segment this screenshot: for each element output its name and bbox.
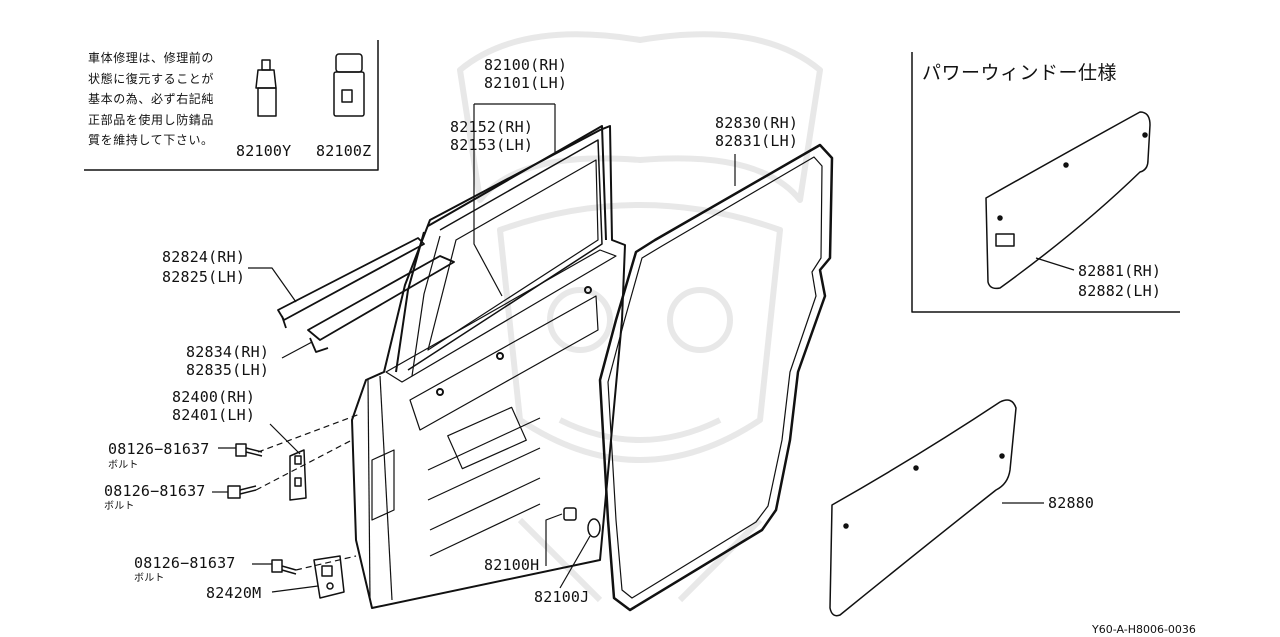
hinge-82420M [313, 555, 345, 599]
part-label-82834[interactable]: 82834(RH) [186, 343, 270, 361]
door-shell-82100 [351, 125, 626, 609]
spray-can-82100Z [333, 53, 365, 117]
trim-panel-82880 [829, 399, 1017, 617]
note-line: 正部品を使用し防錆品 [88, 112, 215, 127]
part-label-82401[interactable]: 82401(LH) [172, 406, 256, 424]
repair-note: 車体修理は、修理前の 状態に復元することが 基本の為、必ず右記純 正部品を使用し… [88, 48, 238, 151]
diagram-code: Y60-A-H8006-0036 [1092, 623, 1196, 636]
bolt-icon [271, 559, 297, 575]
part-label-82152[interactable]: 82152(RH) [450, 118, 534, 136]
bolt-caption-1: ボルト [108, 460, 139, 471]
inner-strip-82834 [307, 255, 455, 353]
power-window-title: パワーウィンドー仕様 [922, 62, 1118, 84]
note-line: 車体修理は、修理前の [88, 51, 215, 65]
part-label-82881[interactable]: 82881(RH) [1078, 262, 1162, 280]
part-label-82824[interactable]: 82824(RH) [162, 248, 246, 266]
part-label-82153[interactable]: 82153(LH) [450, 136, 534, 154]
bolt-icon [227, 485, 257, 499]
hinge-82400 [289, 449, 307, 501]
bolt-label-3[interactable]: 08126−81637 [134, 554, 236, 572]
part-label-82100J[interactable]: 82100J [534, 588, 590, 606]
part-label-82882[interactable]: 82882(LH) [1078, 282, 1162, 300]
moulding-82824 [277, 237, 425, 329]
glass-run-82152 [395, 125, 607, 377]
bolt-caption-2: ボルト [104, 501, 135, 512]
part-label-82400[interactable]: 82400(RH) [172, 388, 256, 406]
bolt-icon [235, 443, 263, 457]
trim-panel-82881 [985, 111, 1151, 290]
part-label-82825[interactable]: 82825(LH) [162, 268, 246, 286]
part-label-82420M[interactable]: 82420M [206, 584, 262, 602]
note-line: 質を維持して下さい。 [88, 133, 214, 147]
part-label-82835[interactable]: 82835(LH) [186, 361, 270, 379]
part-label-82100Z[interactable]: 82100Z [316, 142, 372, 160]
leader-lines [212, 103, 1075, 593]
bolt-caption-3: ボルト [134, 573, 165, 584]
part-label-82831[interactable]: 82831(LH) [715, 132, 799, 150]
power-window-box [911, 52, 1180, 313]
cap-82100J [587, 518, 601, 538]
bolt-label-1[interactable]: 08126−81637 [108, 440, 210, 458]
watermark-emblem [457, 31, 823, 603]
part-label-82101[interactable]: 82101(LH) [484, 74, 568, 92]
bolt-label-2[interactable]: 08126−81637 [104, 482, 206, 500]
part-label-82100[interactable]: 82100(RH) [484, 56, 568, 74]
note-line: 状態に復元することが [88, 71, 215, 86]
part-label-82100Y[interactable]: 82100Y [236, 142, 292, 160]
note-line: 基本の為、必ず右記純 [88, 92, 215, 106]
weatherstrip-82830 [598, 143, 834, 612]
part-label-82880[interactable]: 82880 [1048, 494, 1095, 512]
part-label-82100H[interactable]: 82100H [484, 556, 540, 574]
note-box-frame [84, 40, 379, 171]
clip-82100H [563, 507, 577, 521]
part-label-82830[interactable]: 82830(RH) [715, 114, 799, 132]
touchup-tube-82100Y [255, 59, 277, 117]
